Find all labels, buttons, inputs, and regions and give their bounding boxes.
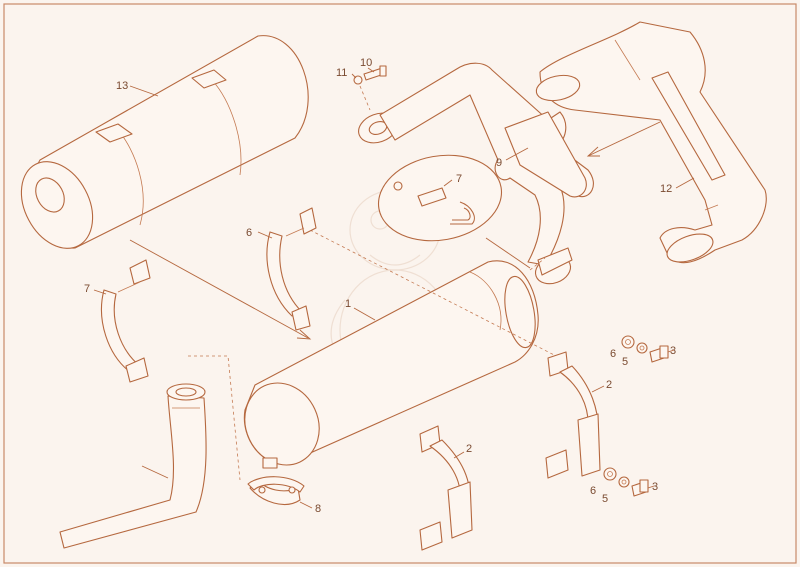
part-12-rear-pipe [535, 21, 767, 264]
callout-5b: 6 [590, 485, 596, 497]
callout-3b: 3 [652, 481, 658, 493]
part-7-clamp-lower [247, 476, 305, 505]
callout-7b: 8 [315, 503, 321, 515]
leader-9 [367, 67, 375, 73]
callout-9: 10 [360, 57, 372, 69]
leader-2b [453, 451, 465, 459]
part-4-washer-lower [618, 476, 630, 488]
leader-7a [443, 179, 453, 187]
callout-6a: 6 [246, 227, 252, 239]
callout-2b: 2 [466, 443, 472, 455]
part-4-washer-upper [636, 342, 648, 354]
callout-4b: 5 [602, 493, 608, 505]
callout-4a: 5 [622, 356, 628, 368]
part-9-bolt [363, 65, 387, 81]
part-1-muffler [243, 260, 539, 469]
leader-7b [299, 501, 313, 509]
part-6-bracket-upper [266, 207, 317, 331]
leader-12 [675, 177, 695, 189]
leader-11 [129, 85, 159, 97]
callout-1: 1 [345, 298, 351, 310]
callout-12: 12 [660, 183, 672, 195]
part-11-heat-shield [20, 35, 309, 249]
part-6-bracket-lower [100, 259, 151, 383]
arrow-7-to-pipe [485, 237, 531, 269]
arrow-head-11 [296, 329, 312, 340]
arrow-head-12 [586, 146, 600, 157]
leader-13 [141, 465, 169, 479]
part-8-header-pipe [358, 62, 594, 285]
callout-10: 11 [336, 67, 347, 79]
arrow-12-to-8 [587, 121, 661, 157]
leader-10 [351, 73, 357, 79]
leader-3b [647, 485, 655, 489]
part-13-tail-pipe [59, 383, 207, 549]
callout-6b: 7 [84, 283, 90, 295]
diagram-frame [3, 3, 797, 564]
leader-2a [591, 385, 605, 393]
callout-2a: 2 [606, 379, 612, 391]
hardware-set-lower [603, 467, 649, 497]
leader-6a [257, 231, 273, 239]
callout-3a: 3 [670, 345, 676, 357]
guide-13-to-7 [188, 355, 241, 481]
part-5-washer-upper [621, 335, 635, 349]
part-5-washer-lower [603, 467, 617, 481]
leader-8 [505, 147, 529, 161]
part-2-bracket-lower [419, 425, 473, 551]
leader-6b [93, 289, 107, 295]
guide-muffler-to-6 [309, 229, 561, 359]
arrow-11-to-1 [129, 239, 309, 339]
leader-1 [353, 307, 376, 321]
guide-9-flange [359, 85, 371, 111]
callout-11: 13 [116, 80, 128, 92]
part-2-bracket-right [545, 351, 601, 479]
leader-3a [667, 349, 675, 353]
callout-7a: 7 [456, 173, 462, 185]
callout-8: 9 [496, 157, 502, 169]
callout-5a: 6 [610, 348, 616, 360]
hardware-set-upper [621, 335, 669, 363]
part-7-clamp-inset [377, 154, 503, 242]
